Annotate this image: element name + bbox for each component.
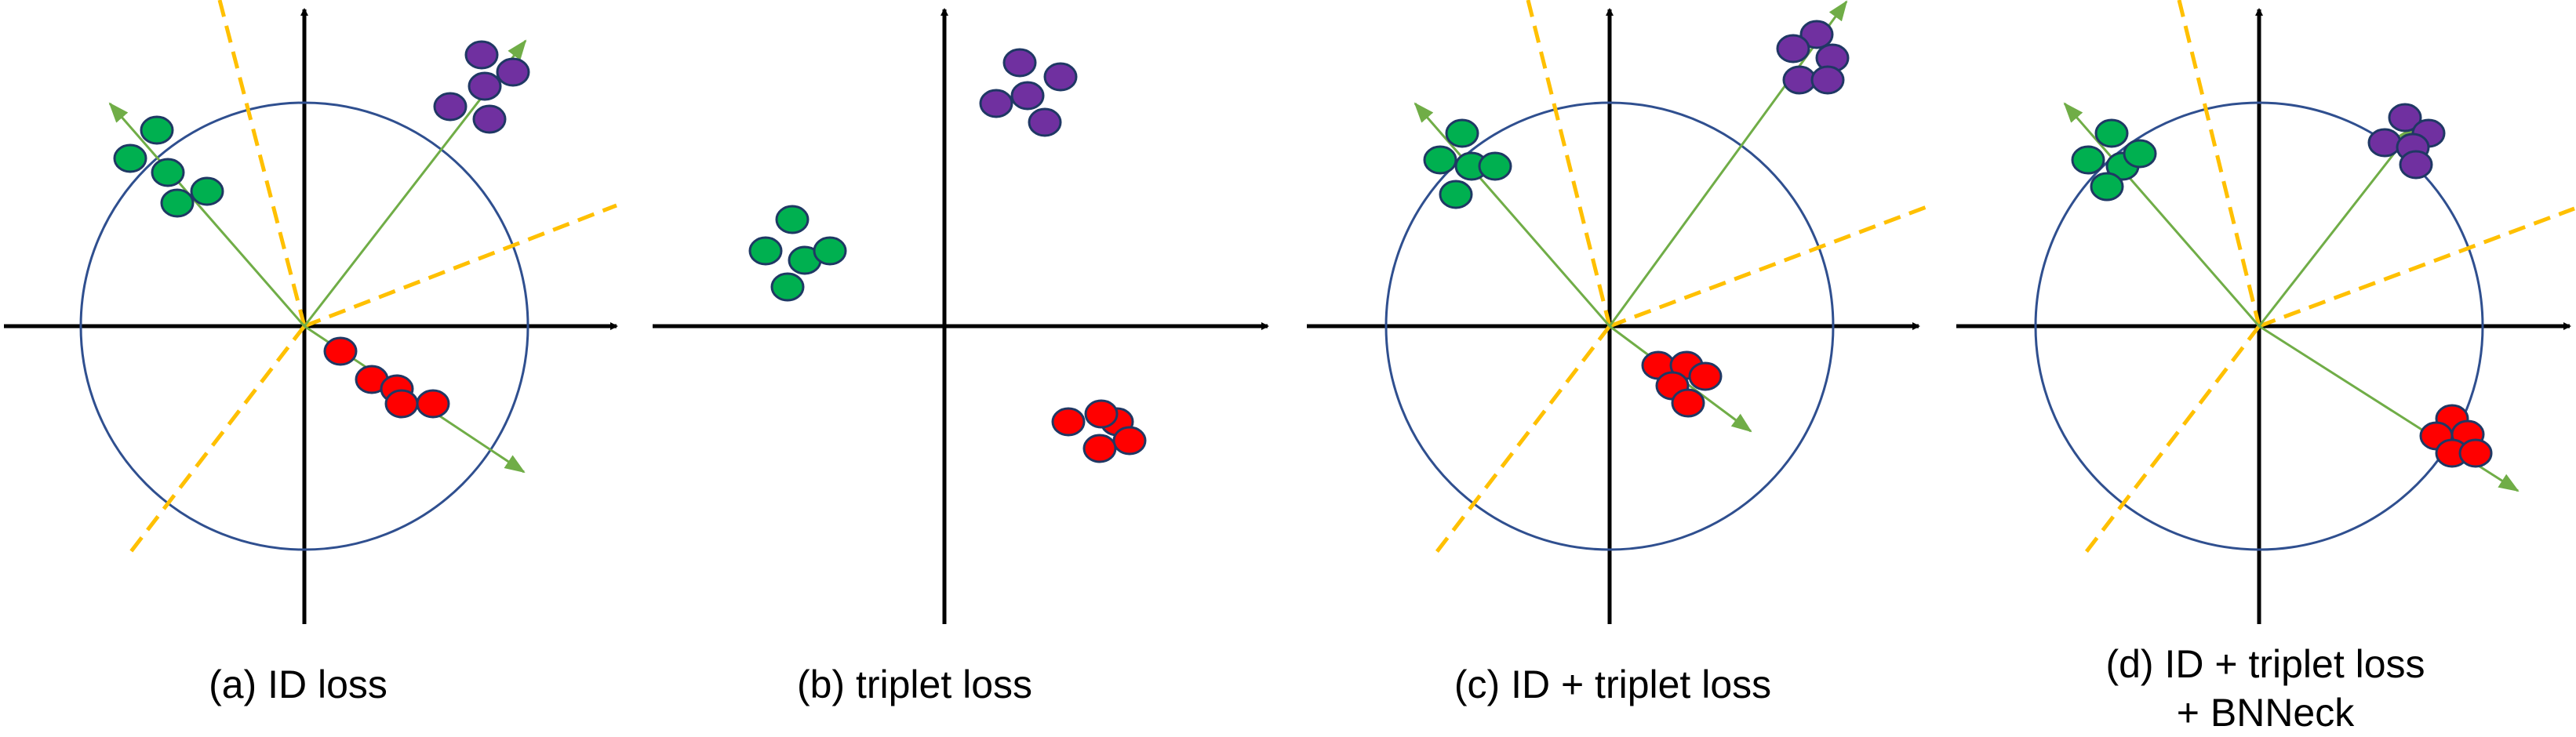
feature-point: [496, 57, 530, 87]
panel-d: (d) ID + triplet loss + BNNeck: [1956, 0, 2575, 735]
purple-cluster: [433, 40, 530, 134]
feature-point: [190, 176, 224, 206]
feature-point: [1782, 65, 1817, 95]
decision-boundary: [2177, 0, 2261, 327]
feature-point: [1810, 65, 1845, 95]
panel-b: (b) triplet loss: [653, 8, 1269, 706]
green-cluster: [2071, 118, 2157, 201]
feature-point: [472, 104, 507, 134]
feature-point: [1051, 407, 1086, 437]
feature-point: [323, 336, 358, 366]
red-cluster: [2419, 404, 2493, 468]
feature-point: [1002, 48, 1037, 78]
feature-point: [1439, 180, 1473, 209]
feature-point: [2090, 172, 2124, 201]
panel-a: (a) ID loss: [4, 0, 618, 706]
feature-point: [775, 205, 810, 234]
purple-cluster: [2367, 103, 2446, 180]
caption-d-line2: + BNNeck: [2177, 691, 2355, 735]
decision-boundary: [304, 203, 617, 329]
hypersphere-circle: [79, 101, 529, 551]
feature-point: [1112, 426, 1147, 456]
feature-point: [979, 89, 1013, 118]
feature-point: [1776, 34, 1810, 64]
decision-boundary: [1526, 0, 1612, 327]
feature-point: [1043, 62, 1078, 92]
feature-point: [416, 389, 450, 419]
purple-cluster: [1776, 20, 1850, 95]
caption-b: (b) triplet loss: [797, 663, 1032, 706]
decision-boundary: [1609, 205, 1927, 329]
feature-point: [1010, 81, 1045, 111]
panel-c: (c) ID + triplet loss: [1307, 0, 1927, 706]
feature-point: [2458, 438, 2493, 468]
feature-point: [1423, 145, 1457, 175]
red-cluster: [1051, 399, 1147, 463]
caption-d-line1: (d) ID + triplet loss: [2105, 642, 2425, 686]
decision-boundary: [2258, 206, 2575, 329]
feature-point: [1799, 20, 1834, 49]
feature-point: [113, 143, 147, 173]
feature-point: [151, 158, 185, 187]
feature-point: [1688, 361, 1723, 391]
feature-point: [468, 71, 502, 101]
feature-point: [770, 272, 805, 302]
feature-point: [2367, 128, 2402, 158]
class-weight-arrow: [2258, 124, 2418, 327]
caption-a: (a) ID loss: [209, 663, 387, 706]
feature-point: [2094, 118, 2129, 148]
feature-point: [2071, 145, 2105, 175]
feature-point: [2123, 139, 2157, 169]
red-cluster: [1641, 350, 1723, 418]
red-cluster: [323, 336, 450, 419]
feature-point: [384, 389, 419, 419]
hypersphere-circle: [1384, 101, 1835, 551]
feature-point: [1084, 399, 1119, 429]
feature-point: [1478, 151, 1512, 181]
feature-point: [813, 236, 847, 266]
feature-point: [1671, 388, 1705, 418]
feature-point: [140, 115, 174, 145]
feature-point: [1445, 118, 1479, 148]
feature-point: [748, 236, 783, 266]
green-cluster: [1423, 118, 1512, 209]
class-weight-arrow: [108, 102, 306, 327]
class-weight-arrow: [2063, 102, 2261, 327]
decision-boundary: [1434, 325, 1611, 555]
class-weight-arrow: [1608, 0, 1848, 327]
feature-point: [464, 40, 499, 70]
class-weight-arrow: [1414, 102, 1611, 327]
caption-c: (c) ID + triplet loss: [1454, 663, 1771, 706]
feature-point: [1028, 107, 1062, 137]
green-cluster: [113, 115, 224, 218]
decision-boundary: [217, 0, 307, 327]
decision-boundary: [2083, 325, 2261, 555]
decision-boundary: [128, 325, 306, 555]
purple-cluster: [979, 48, 1078, 137]
feature-point: [1082, 434, 1117, 463]
feature-point: [2399, 150, 2433, 180]
hypersphere-circle: [2034, 101, 2484, 551]
feature-point: [2388, 103, 2422, 133]
feature-point: [433, 92, 468, 122]
feature-point: [160, 188, 195, 218]
green-cluster: [748, 205, 847, 302]
